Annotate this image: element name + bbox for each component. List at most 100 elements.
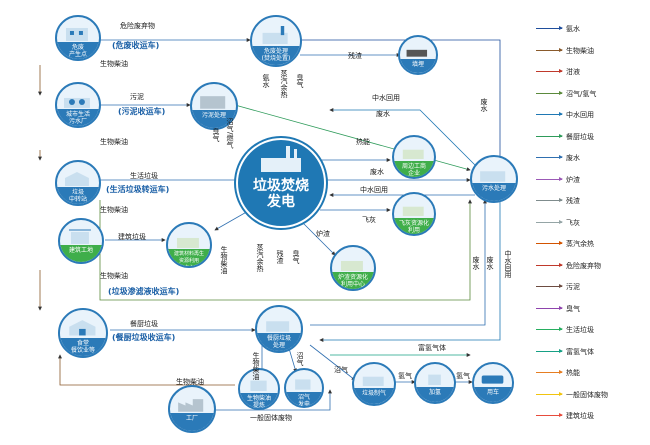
legend-label: 残渣 <box>566 197 580 205</box>
label-sludge-truck: (污泥收运车) <box>118 107 166 116</box>
legend-line <box>536 219 563 224</box>
legend-label: 建筑垃圾 <box>566 412 594 420</box>
node-construction: 建筑工地 <box>58 218 104 264</box>
label-foul-3: 臭气 <box>292 250 300 264</box>
legend-item: 残渣 <box>536 196 648 206</box>
label-reclaimed-3: 中水回用 <box>504 250 512 278</box>
node-label: 污水处理 <box>472 183 516 201</box>
label-ammonia: 氨水 <box>262 74 270 88</box>
node-label: 污泥处理 <box>192 110 236 128</box>
node-construction-reuse: 建筑材料再生 资源利用 中心 <box>166 222 212 268</box>
label-hydrogen-gas-2: 氢气 <box>456 372 470 380</box>
legend-item: 生物柴油 <box>536 46 648 56</box>
legend-line <box>536 90 563 95</box>
node-label: 工厂 <box>170 413 214 431</box>
flow-reclaimed-2 <box>319 200 501 342</box>
legend-label: 中水回用 <box>566 111 594 119</box>
node-label: 建筑材料再生 资源利用 中心 <box>168 249 210 266</box>
sludge-plant-icon <box>200 96 226 109</box>
node-label: 垃圾制气 <box>354 388 394 404</box>
legend-item: 泔液 <box>536 67 648 77</box>
node-canteen: 食堂 餐饮业等 <box>58 308 108 358</box>
node-flyash: 飞灰资源化 利用 <box>392 192 436 236</box>
node-transfer-station: 垃圾 中转站 <box>55 160 101 206</box>
node-label: 飞灰资源化 利用 <box>394 218 434 234</box>
building-icon <box>66 27 88 41</box>
legend-label: 生物柴油 <box>566 46 594 55</box>
node-label: 沼气 发电 <box>286 391 322 406</box>
crane-icon <box>69 229 91 244</box>
label-kitchen-truck: (餐厨垃圾收运车) <box>112 333 176 342</box>
label-wastewater-1: 废水 <box>376 110 390 118</box>
label-residue: 残渣 <box>348 52 362 60</box>
label-construction-waste: 建筑垃圾 <box>118 233 146 241</box>
legend-line <box>536 284 563 288</box>
node-center: 垃圾焚烧 发电 <box>236 138 326 228</box>
label-reclaimed-2: 中水回用 <box>360 186 388 194</box>
incinerator-icon <box>262 25 288 44</box>
label-biogas-v1: 生物柴油 <box>252 352 260 380</box>
flow-kitchen-sewage <box>310 199 487 326</box>
canteen-icon <box>68 320 95 336</box>
enterprise-icon <box>402 149 424 160</box>
legend-label: 热能 <box>566 369 580 377</box>
node-label: 炉渣资源化 利用中心 <box>332 272 374 289</box>
label-hazard-truck: (危废收运车) <box>112 41 160 50</box>
label-hydrogen-gas: 氢气 <box>398 372 412 380</box>
legend-line <box>536 391 563 396</box>
legend-item: 氨水 <box>536 24 648 34</box>
label-fly-ash: 飞灰 <box>362 216 376 224</box>
label-biogas: 沼气 <box>334 366 348 374</box>
node-factory: 工厂 <box>168 385 216 433</box>
legend-item: 废水 <box>536 153 648 163</box>
legend-label: 氨水 <box>566 25 580 33</box>
label-residue-v: 残渣 <box>276 250 284 264</box>
node-diesel: 生物柴油 提炼 <box>238 368 280 410</box>
label-foul-2: 臭气 <box>212 128 220 142</box>
factory-icon <box>178 399 204 412</box>
legend-line <box>536 348 563 353</box>
bus-icon <box>481 375 503 384</box>
node-label: 填埋 <box>400 58 436 73</box>
legend-line <box>536 176 563 181</box>
gas-plant-icon <box>362 376 384 387</box>
label-slag: 炉渣 <box>316 230 330 238</box>
legend-line <box>536 241 563 245</box>
label-foul-1: 臭气 <box>296 74 304 88</box>
node-label: 加氢 <box>416 386 454 402</box>
node-landfill: 填埋 <box>398 35 438 75</box>
label-wastewater-5: 废水 <box>486 256 494 270</box>
sewage-plant-icon <box>480 171 506 182</box>
legend-line <box>536 69 563 73</box>
node-hazard-treat: 危废处理 (焚烧处置) <box>250 15 302 67</box>
label-solid-waste: 一般固体废物 <box>250 414 292 422</box>
flow-hazard-sewage <box>300 39 502 161</box>
diesel-icon <box>249 380 267 392</box>
legend-line <box>536 305 563 310</box>
node-label: 城市生活 污水厂 <box>57 109 99 126</box>
legend-line <box>536 112 563 116</box>
legend-label: 炉渣 <box>566 175 580 184</box>
legend-label: 蒸汽余热 <box>566 240 594 248</box>
node-label: 垃圾 中转站 <box>57 187 99 204</box>
label-sludge-dry: 沼气/燃气 <box>226 118 234 149</box>
legend-label: 污泥 <box>566 283 580 291</box>
label-reclaimed-1: 中水回用 <box>372 94 400 102</box>
legend-label: 臭气 <box>566 304 580 313</box>
label-wastewater-2: 废水 <box>480 98 488 112</box>
legend-line <box>536 133 563 138</box>
warehouse-icon <box>65 171 89 186</box>
label-hazard-waste: 危险废弃物 <box>120 22 155 30</box>
power-plant-icon <box>261 146 301 172</box>
legend-line <box>536 198 563 202</box>
node-label: 周边工商 企业 <box>394 161 434 177</box>
node-vehicle: 用车 <box>472 362 514 404</box>
node-label: 危废处理 (焚烧处置) <box>252 45 300 65</box>
label-heat: 热能 <box>356 138 370 146</box>
legend-label: 富氢气体 <box>566 347 594 356</box>
legend-item: 餐厨垃圾 <box>536 132 648 142</box>
node-label: 生物柴油 提炼 <box>240 392 278 408</box>
label-wastewater-4: 废水 <box>472 256 480 270</box>
flow-reclaimed-1 <box>329 108 476 166</box>
legend-label: 泔液 <box>566 68 580 76</box>
